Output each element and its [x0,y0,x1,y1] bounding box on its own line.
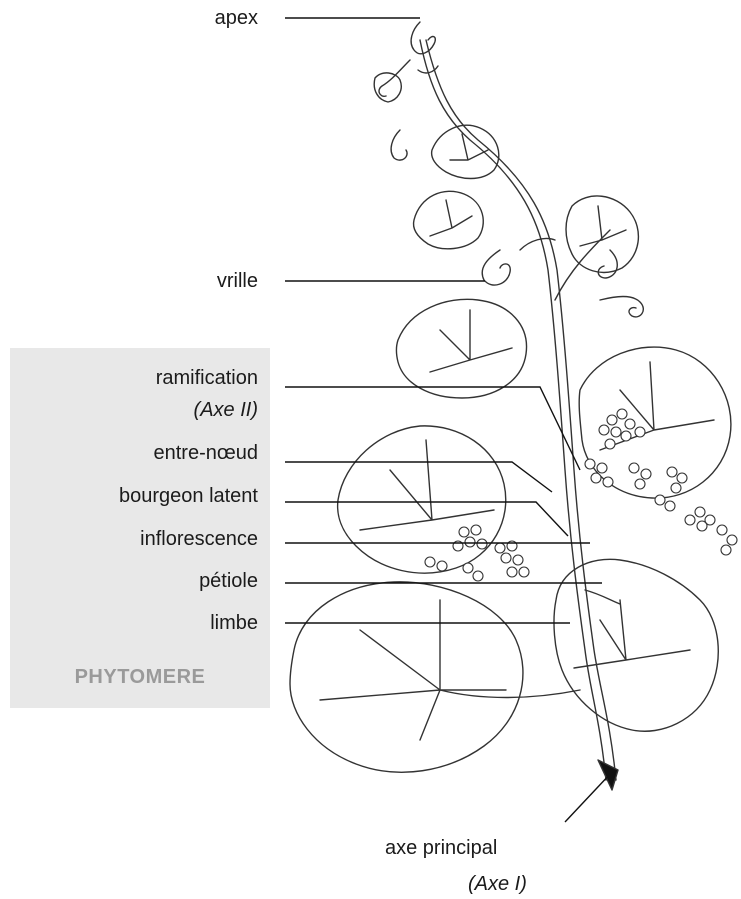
vrille-tendril-icon [482,250,510,285]
label-axe-ii: (Axe II) [40,398,258,422]
grape-cluster-top [599,409,645,449]
upper-leaf-2 [414,191,484,249]
entre-noeud-leader-line [285,462,552,492]
label-petiole: pétiole [40,569,258,593]
label-bourgeon-latent: bourgeon latent [10,484,258,508]
label-axe-principal: axe principal [385,836,497,860]
apex-tendril-icon [411,22,435,54]
apical-leaf [374,73,401,102]
label-axe-i: (Axe I) [468,872,527,896]
label-inflorescence: inflorescence [40,527,258,551]
stem-base-arrow [598,760,618,790]
bourgeon-latent-leader-line [285,502,568,536]
label-entre-noeud: entre-nœud [40,441,258,465]
upper-leaf-1 [432,125,499,178]
petiole-stalk [585,590,620,604]
upper-right-leaf [566,196,638,272]
label-limbe: limbe [40,611,258,635]
grape-cluster-inflorescence [425,525,529,581]
main-stem [420,40,606,780]
middle-left-leaf [397,299,527,398]
ramification-leader-line [285,387,580,470]
axe-principal-leader-line [565,772,612,822]
upper-right-cluster-leaf [579,347,731,498]
bottom-large-leaf [290,582,523,772]
label-apex: apex [150,6,258,30]
limbe-leaf [554,559,718,731]
label-vrille: vrille [150,269,258,293]
label-ramification: ramification [40,366,258,390]
grape-cluster-right [585,459,737,555]
lower-left-leaf [338,426,506,573]
phytomere-title: PHYTOMERE [10,666,270,689]
